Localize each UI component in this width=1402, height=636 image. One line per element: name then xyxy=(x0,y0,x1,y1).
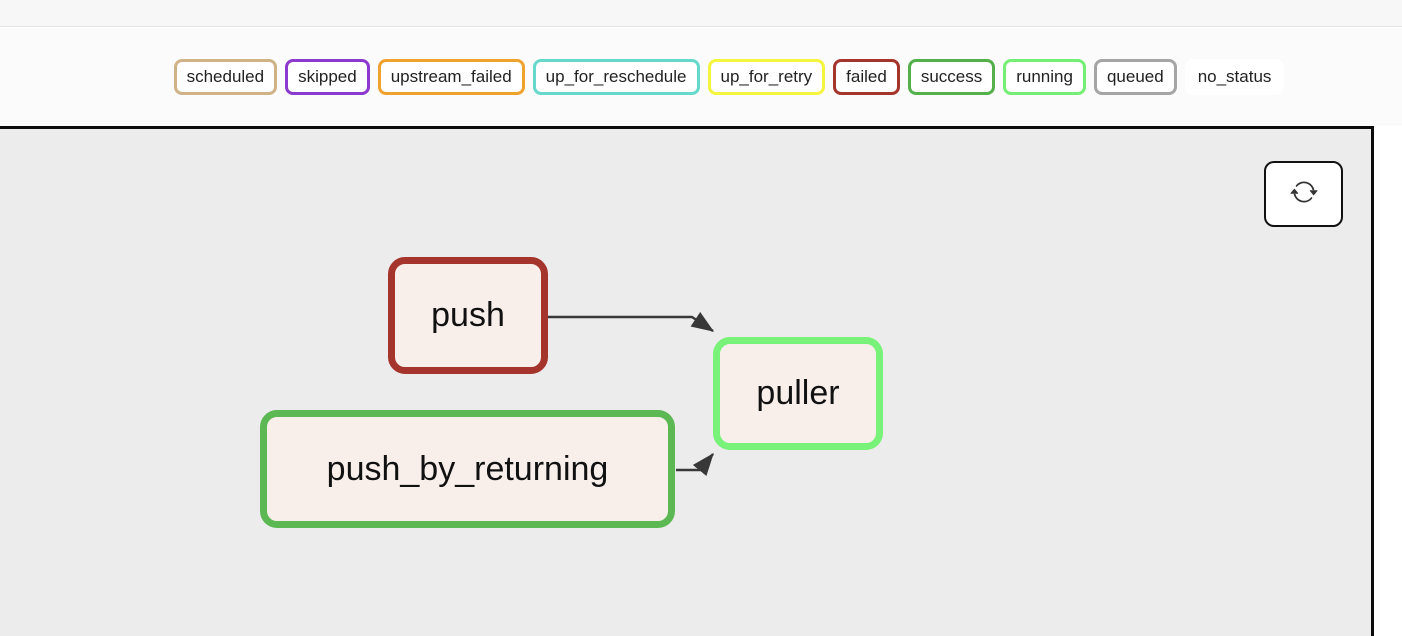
task-node-push-by-returning-label: push_by_returning xyxy=(326,449,609,488)
edge-push-to-puller xyxy=(548,311,715,333)
task-node-puller[interactable]: puller xyxy=(713,337,883,450)
state-legend-row: scheduled skipped upstream_failed up_for… xyxy=(173,59,1285,95)
legend-badge-up-for-retry: up_for_retry xyxy=(707,59,826,95)
legend-badge-success: success xyxy=(907,59,996,95)
task-node-push[interactable]: push xyxy=(388,257,548,374)
task-node-push-by-returning[interactable]: push_by_returning xyxy=(260,410,675,528)
dag-edges xyxy=(548,311,715,477)
legend-badge-queued: queued xyxy=(1093,59,1177,95)
legend-badge-skipped: skipped xyxy=(285,59,370,95)
task-node-puller-label: puller xyxy=(756,374,840,412)
legend-badge-failed: failed xyxy=(833,59,900,95)
legend-badge-scheduled: scheduled xyxy=(173,59,278,95)
edge-push-by-returning-to-puller xyxy=(676,453,714,477)
dag-graph-panel: push push_by_returning puller xyxy=(0,126,1374,636)
legend-badge-up-for-reschedule: up_for_reschedule xyxy=(532,59,700,95)
legend-badge-running: running xyxy=(1003,59,1086,95)
refresh-icon xyxy=(1289,178,1318,211)
legend-badge-upstream-failed: upstream_failed xyxy=(377,59,525,95)
refresh-button[interactable] xyxy=(1264,161,1343,227)
state-legend-bar: scheduled skipped upstream_failed up_for… xyxy=(0,28,1402,126)
task-node-push-label: push xyxy=(431,296,505,334)
legend-badge-no-status: no_status xyxy=(1184,59,1285,95)
browser-chrome-strip xyxy=(0,0,1402,27)
